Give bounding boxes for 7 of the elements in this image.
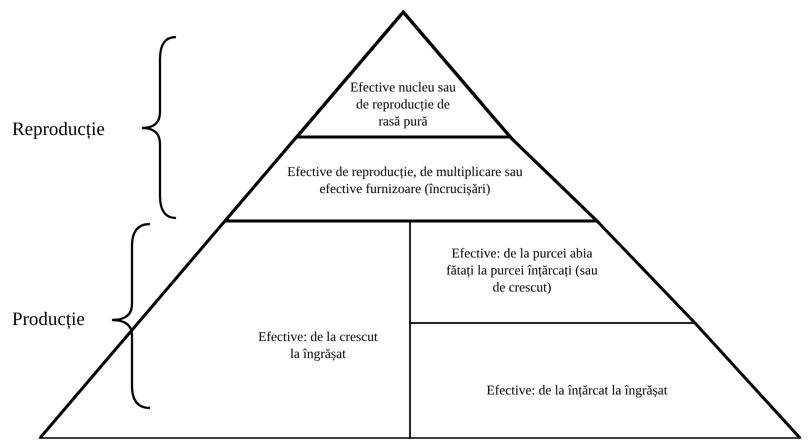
tier-label: Efective de reproducție, de multiplicare sau efective furnizoare (încrucișări) [286, 163, 524, 197]
tier-label: Efective nucleu sau de reproducție de rasă pură [349, 78, 457, 130]
tier-label: Efective: de la crescut la îngrășat [257, 328, 379, 362]
tier-label: Efective: de la purcei abia fătați la purcei înțărcați (sau de crescut) [445, 244, 599, 296]
group-label: Reproducție [12, 119, 105, 141]
group-label: Producție [12, 309, 85, 331]
tier-label: Efective: de la înțărcat la îngrășat [485, 382, 669, 398]
